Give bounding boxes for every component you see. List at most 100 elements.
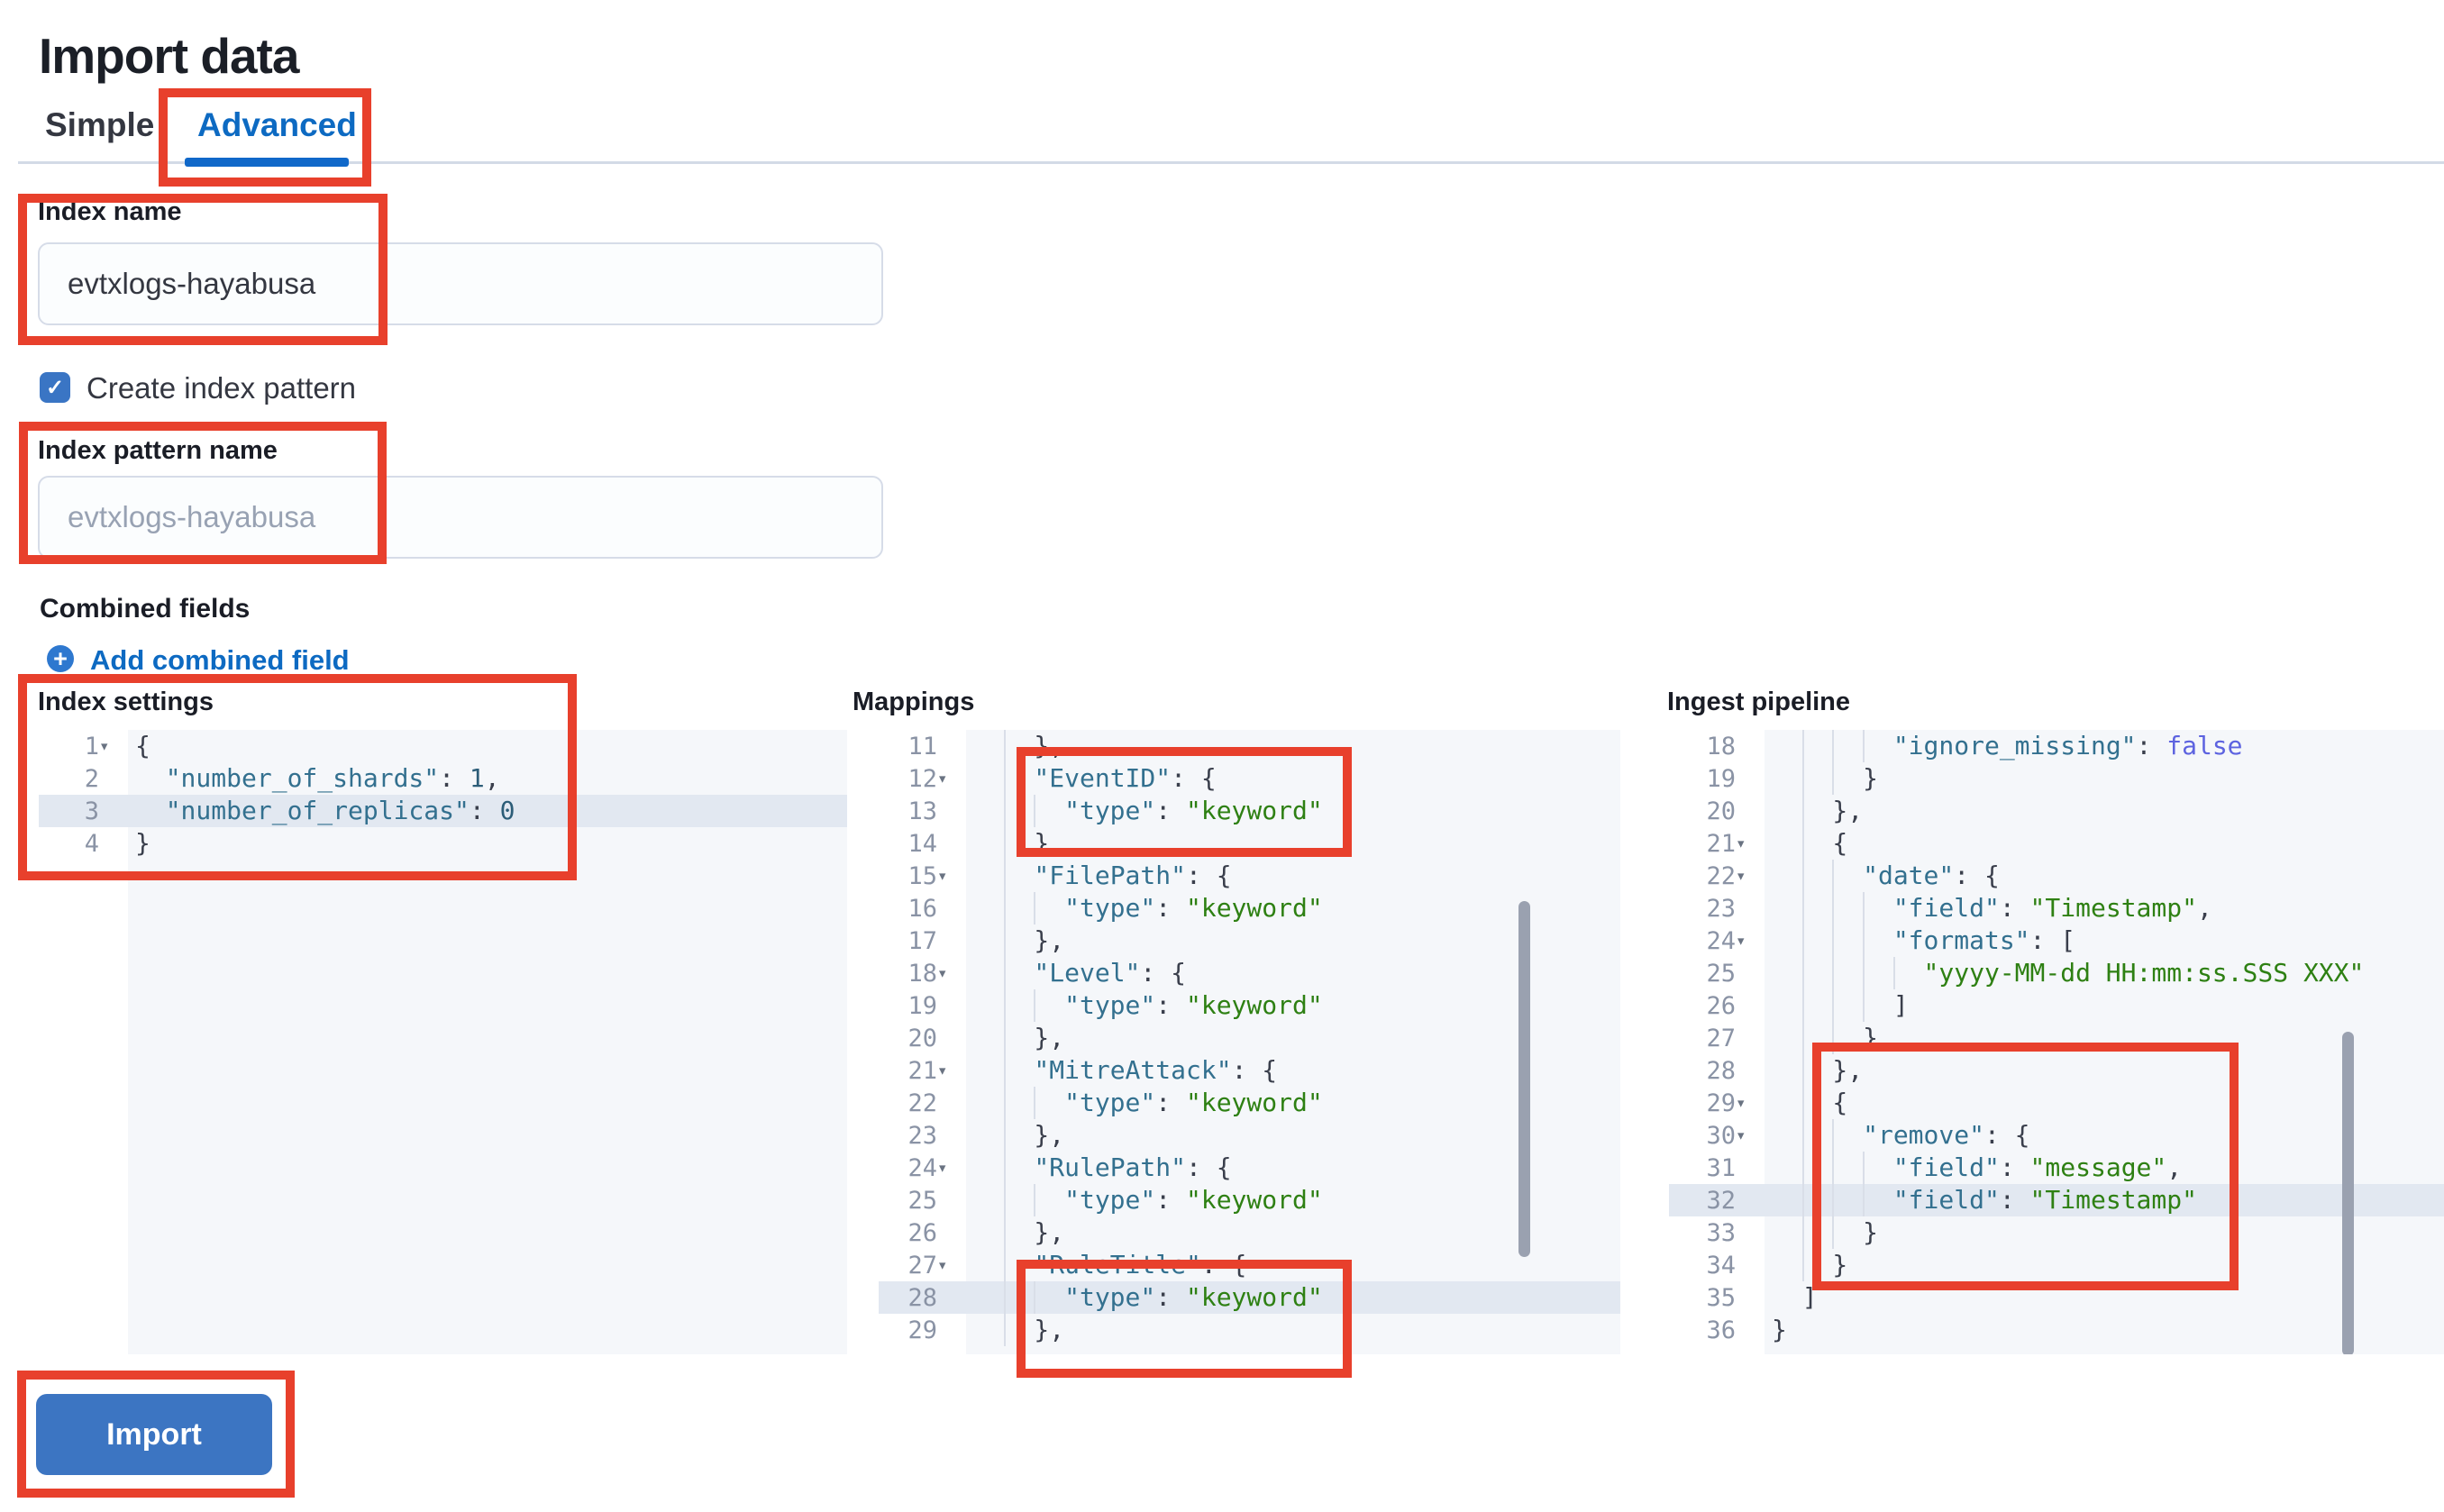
indent-guide: [1832, 1022, 1863, 1054]
fold-arrow-icon[interactable]: ▾: [937, 963, 948, 983]
code-token: }: [1863, 1217, 1878, 1247]
code-token: "type": [1064, 990, 1156, 1020]
code-text: "formats": [: [1772, 925, 2075, 957]
code-text: }: [1772, 1314, 1787, 1346]
code-token: : {: [1954, 861, 2000, 890]
code-line: 4}: [39, 827, 847, 860]
indent-guide: [1801, 892, 1833, 925]
line-number: 22: [907, 1088, 937, 1117]
indent-guide: [1034, 1281, 1064, 1314]
indent-guide: [1003, 860, 1035, 892]
fold-arrow-icon[interactable]: ▾: [937, 866, 948, 886]
create-index-pattern-checkbox[interactable]: ✓: [40, 372, 70, 403]
code-text: "FilePath": {: [973, 860, 1232, 892]
tab-advanced[interactable]: Advanced: [197, 106, 357, 143]
index-name-value: evtxlogs-hayabusa: [68, 267, 316, 300]
add-combined-field-link[interactable]: Add combined field: [90, 644, 350, 676]
indent-guide: [1801, 925, 1833, 957]
fold-arrow-icon[interactable]: ▾: [1736, 931, 1746, 951]
import-button[interactable]: Import: [36, 1394, 272, 1475]
code-token: "RuleTitle": [1034, 1250, 1201, 1280]
code-text: "RulePath": {: [973, 1152, 1232, 1184]
code-line: 26},: [879, 1216, 1620, 1249]
code-text: },: [973, 1119, 1064, 1152]
code-line: 23},: [879, 1119, 1620, 1152]
code-text: "type": "keyword": [973, 989, 1323, 1022]
code-token: ,: [2196, 893, 2212, 923]
indent-guide: [1801, 827, 1833, 860]
code-token: "EventID": [1034, 763, 1172, 793]
fold-arrow-icon[interactable]: ▾: [937, 769, 948, 788]
line-number: 27: [907, 1251, 937, 1280]
line-number: 29: [907, 1316, 937, 1344]
code-line: 18"ignore_missing": false: [1669, 730, 2444, 762]
ingest-pipeline-scrollbar-thumb[interactable]: [2342, 1032, 2354, 1354]
code-token: "message": [2029, 1152, 2167, 1182]
code-token: :: [1999, 1185, 2030, 1215]
indent-guide: [1801, 730, 1833, 762]
code-line: 26]: [1669, 989, 2444, 1022]
page-title: Import data: [39, 28, 299, 84]
code-line: 11},: [879, 730, 1620, 762]
code-text: "field": "message",: [1772, 1152, 2182, 1184]
line-number: 23: [1706, 894, 1736, 923]
indent-guide: [1832, 892, 1863, 925]
code-line: 23"field": "Timestamp",: [1669, 892, 2444, 925]
code-text: "type": "keyword": [973, 1087, 1323, 1119]
code-text: "type": "keyword": [973, 892, 1323, 925]
code-text: },: [973, 1314, 1064, 1346]
code-line: 19}: [1669, 762, 2444, 795]
fold-arrow-icon[interactable]: ▾: [99, 736, 110, 756]
fold-arrow-icon[interactable]: ▾: [1736, 1125, 1746, 1145]
indent-guide: [1034, 1184, 1064, 1216]
indent-guide: [1801, 1054, 1833, 1087]
fold-arrow-icon[interactable]: ▾: [1736, 833, 1746, 853]
code-text: {: [1772, 1087, 1847, 1119]
indent-guide: [1003, 1152, 1035, 1184]
index-settings-label: Index settings: [38, 688, 214, 716]
indent-guide: [1003, 1087, 1035, 1119]
indent-guide: [1863, 892, 1893, 925]
code-line: 27▾"RuleTitle": {: [879, 1249, 1620, 1281]
code-token: }: [1832, 1250, 1848, 1280]
index-pattern-name-input[interactable]: evtxlogs-hayabusa: [38, 476, 883, 559]
fold-arrow-icon[interactable]: ▾: [937, 1255, 948, 1275]
code-token: :: [1155, 893, 1186, 923]
code-line: 35]: [1669, 1281, 2444, 1314]
line-number: 32: [1706, 1186, 1736, 1215]
code-line: 24▾"formats": [: [1669, 925, 2444, 957]
code-line: 1▾{: [39, 730, 847, 762]
code-text: },: [973, 827, 1064, 860]
code-text: "MitreAttack": {: [973, 1054, 1277, 1087]
line-number: 13: [907, 797, 937, 825]
code-text: "type": "keyword": [973, 795, 1323, 827]
indent-guide: [1801, 1184, 1833, 1216]
indent-guide: [1892, 957, 1924, 989]
fold-arrow-icon[interactable]: ▾: [937, 1061, 948, 1080]
fold-arrow-icon[interactable]: ▾: [937, 1158, 948, 1178]
code-token: :: [1155, 1088, 1186, 1117]
line-number: 26: [907, 1218, 937, 1247]
fold-arrow-icon[interactable]: ▾: [1736, 866, 1746, 886]
code-text: "field": "Timestamp": [1772, 1184, 2197, 1216]
indent-guide: [1003, 1054, 1035, 1087]
code-line: 22▾"date": {: [1669, 860, 2444, 892]
indent-guide: [1863, 1152, 1893, 1184]
mappings-scrollbar-thumb[interactable]: [1518, 901, 1530, 1257]
mappings-editor[interactable]: 11},12▾"EventID": {13"type": "keyword"14…: [879, 730, 1620, 1354]
tab-simple[interactable]: Simple: [45, 106, 155, 143]
code-token: },: [1034, 1023, 1065, 1052]
fold-arrow-icon[interactable]: ▾: [1736, 1093, 1746, 1113]
code-text: },: [973, 925, 1064, 957]
code-token: "field": [1892, 1152, 2000, 1182]
code-text: },: [973, 1022, 1064, 1054]
line-number: 30: [1706, 1121, 1736, 1150]
index-settings-editor[interactable]: 1▾{2"number_of_shards": 1,3"number_of_re…: [39, 730, 847, 1354]
code-line: 16"type": "keyword": [879, 892, 1620, 925]
plus-in-circle-icon[interactable]: +: [47, 645, 74, 672]
line-number: 1: [84, 732, 99, 761]
line-number: 23: [907, 1121, 937, 1150]
index-name-input[interactable]: evtxlogs-hayabusa: [38, 242, 883, 325]
code-line: 21▾"MitreAttack": {: [879, 1054, 1620, 1087]
